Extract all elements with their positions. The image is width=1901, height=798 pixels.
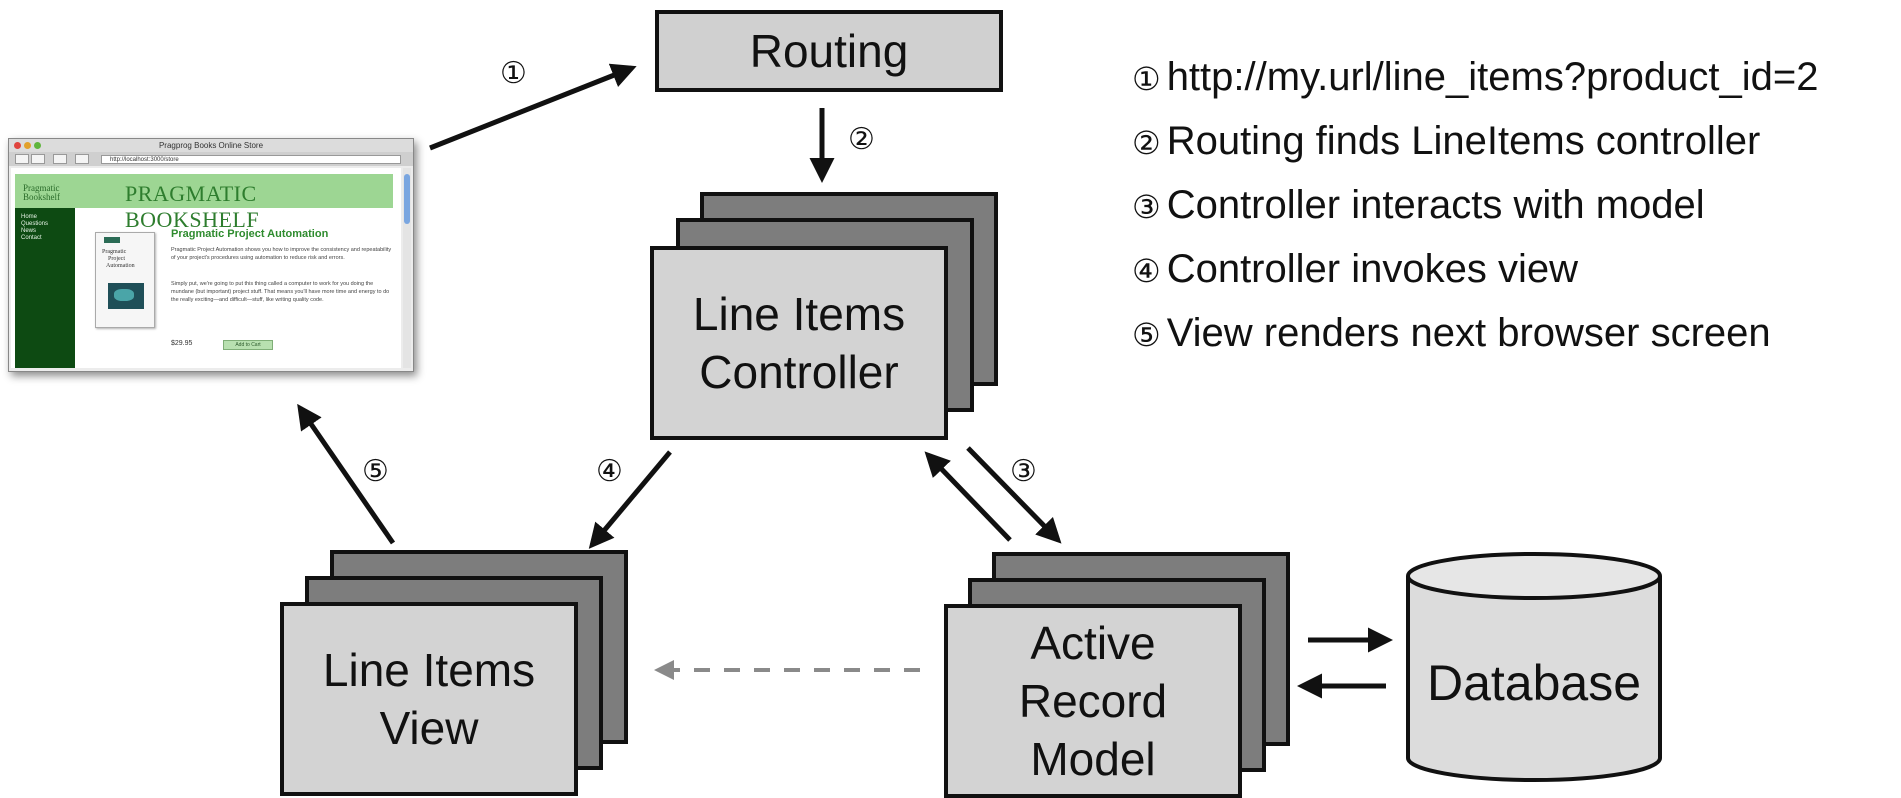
store-logo: Pragmatic Bookshelf: [23, 184, 60, 202]
legend-text-4: Controller invokes view: [1166, 247, 1578, 291]
cover-text-line1: Pragmatic: [102, 249, 127, 255]
step-marker-1: ①: [500, 56, 527, 91]
arrow-step-5: [297, 403, 396, 545]
routing-label: Routing: [749, 25, 909, 77]
back-icon[interactable]: [15, 154, 29, 164]
model-box: Active Record Model: [944, 604, 1242, 798]
product-description-1: Pragmatic Project Automation shows you h…: [171, 247, 392, 261]
arrow-step-3-up: [924, 451, 1012, 542]
arrow-step-3-down: [966, 446, 1062, 544]
sidebar-item-contact[interactable]: Contact: [21, 235, 42, 241]
minimize-icon: [24, 142, 31, 149]
store-logo-line1: Pragmatic: [23, 183, 60, 193]
store-banner: Pragmatic Bookshelf PRAGMATIC BOOKSHELF: [15, 174, 393, 232]
model-label-line2: Record: [1018, 675, 1168, 727]
forward-icon[interactable]: [31, 154, 45, 164]
controller-box: Line Items Controller: [650, 246, 948, 440]
sidebar-item-home[interactable]: Home: [21, 214, 38, 220]
database-cylinder: [1406, 552, 1662, 782]
add-bookmark-icon[interactable]: [75, 154, 89, 164]
browser-url-field[interactable]: http://localhost:3000/store: [101, 155, 401, 164]
legend-marker-4: ④: [1132, 252, 1161, 290]
book-cover: Pragmatic Project Automation: [95, 232, 155, 328]
store-brand: PRAGMATIC BOOKSHELF: [125, 181, 260, 232]
close-icon: [14, 142, 21, 149]
view-label-line2: View: [379, 702, 479, 754]
browser-page: Pragmatic Bookshelf PRAGMATIC BOOKSHELF …: [11, 168, 401, 368]
legend-marker-3: ③: [1132, 188, 1161, 226]
controller-label-line1: Line Items: [692, 288, 906, 340]
legend-text-1: http://my.url/line_items?product_id=2: [1166, 55, 1819, 99]
model-label-line1: Active: [1030, 617, 1156, 669]
store-logo-line2: Bookshelf: [23, 192, 60, 202]
browser-scrollbar[interactable]: [403, 168, 411, 368]
sidebar-item-news[interactable]: News: [21, 228, 37, 234]
legend-text-2: Routing finds LineItems controller: [1166, 119, 1761, 163]
browser-window: Pragprog Books Online Store http://local…: [8, 138, 414, 372]
view-box: Line Items View: [280, 602, 578, 796]
reload-icon[interactable]: [53, 154, 67, 164]
view-label-line1: Line Items: [322, 644, 536, 696]
routing-box: Routing: [655, 10, 1003, 92]
browser-title: Pragprog Books Online Store: [9, 139, 413, 152]
step-marker-3: ③: [1010, 454, 1037, 489]
product-title: Pragmatic Project Automation: [171, 228, 329, 240]
model-label-line3: Model: [1030, 733, 1156, 785]
cover-text-line3: Automation: [106, 263, 135, 269]
arrow-step-4: [588, 450, 672, 549]
product-description-2: Simply put, we're going to put this thin…: [171, 281, 390, 303]
cover-text-line2: Project: [108, 256, 125, 262]
database-label: Database: [1426, 655, 1642, 711]
cover-image: [108, 283, 144, 309]
step-marker-2: ②: [848, 122, 875, 157]
cover-tag: [104, 237, 120, 243]
legend-text-3: Controller interacts with model: [1166, 183, 1705, 227]
legend-marker-5: ⑤: [1132, 316, 1161, 354]
step-marker-4: ④: [596, 454, 623, 489]
add-to-cart-button[interactable]: Add to Cart: [223, 340, 273, 350]
legend-marker-2: ②: [1132, 124, 1161, 162]
controller-label-line2: Controller: [699, 346, 899, 398]
product-price: $29.95: [171, 340, 193, 347]
arrow-step-1: [429, 63, 637, 151]
store-sidebar: Home Questions News Contact: [15, 208, 75, 368]
legend-text-5: View renders next browser screen: [1166, 311, 1771, 355]
legend-marker-1: ①: [1132, 60, 1161, 98]
step-marker-5: ⑤: [362, 454, 389, 489]
zoom-icon: [34, 142, 41, 149]
cover-text: Pragmatic Project Automation: [102, 249, 135, 270]
sidebar-item-questions[interactable]: Questions: [21, 221, 49, 227]
